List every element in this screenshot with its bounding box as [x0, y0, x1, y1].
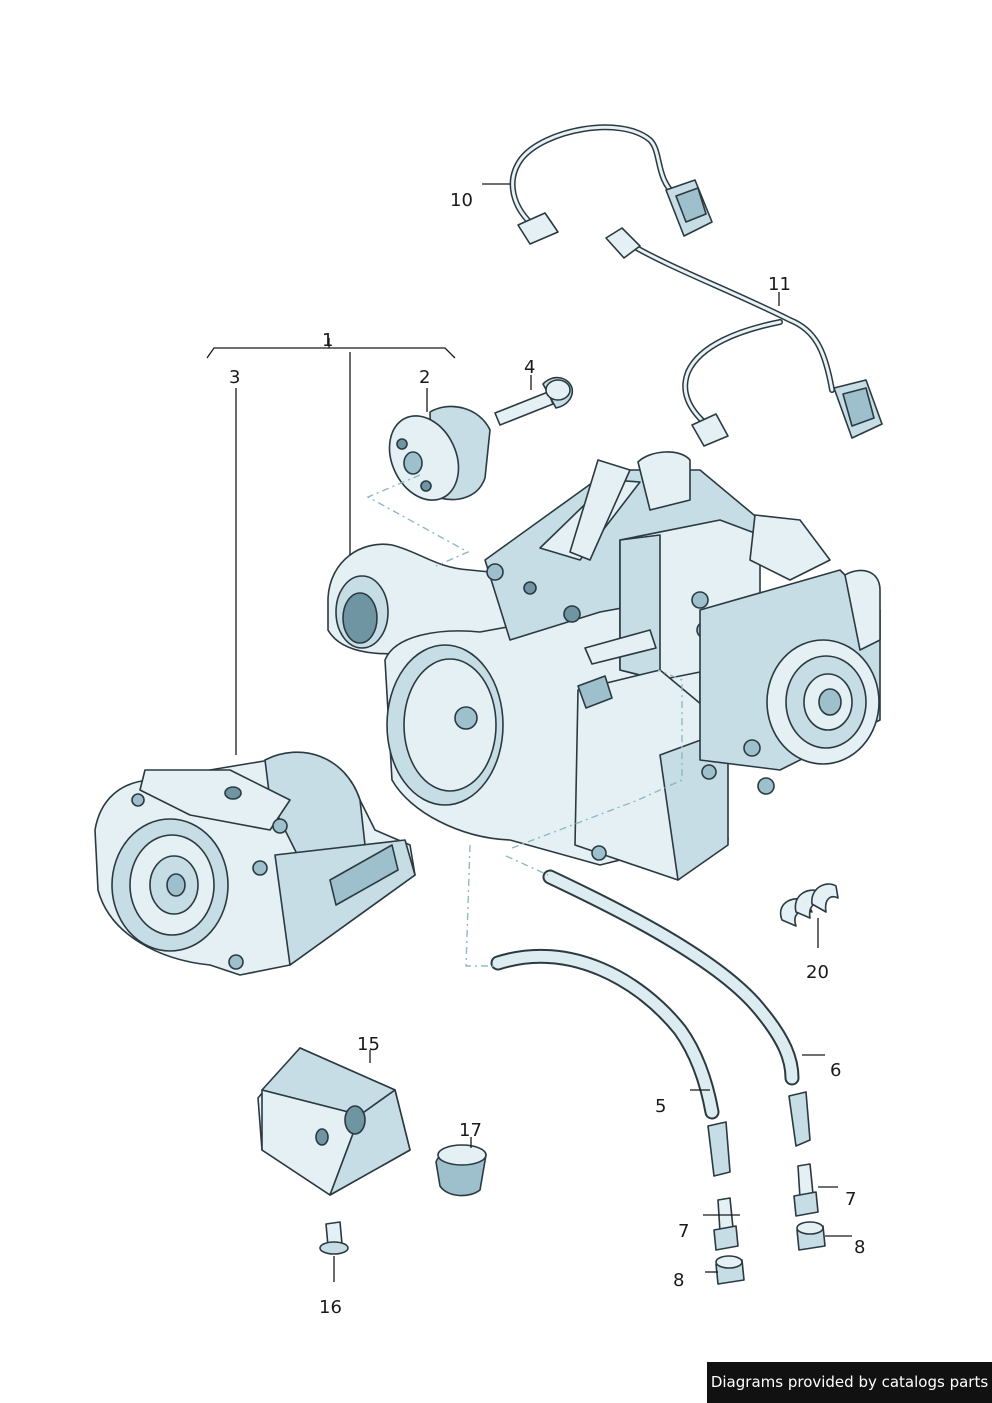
hose-part-6[interactable] — [542, 869, 811, 1147]
callout-17: 17 — [459, 1120, 482, 1141]
strainer-part-17[interactable] — [435, 1144, 487, 1197]
gearbox-assembly-part-1[interactable] — [327, 451, 881, 881]
callout-7b: 7 — [845, 1189, 856, 1210]
callout-6: 6 — [830, 1060, 841, 1081]
callout-5: 5 — [655, 1096, 666, 1117]
callout-16: 16 — [319, 1297, 342, 1318]
callout-15: 15 — [357, 1034, 380, 1055]
bolt-part-4[interactable] — [494, 376, 574, 426]
callout-8b: 8 — [854, 1237, 865, 1258]
callout-1: 1 — [322, 330, 333, 351]
cap-part-8a[interactable] — [715, 1255, 745, 1285]
cap-part-8b[interactable] — [796, 1221, 826, 1251]
connector-part-7b[interactable] — [793, 1163, 819, 1217]
attribution-footer: Diagrams provided by catalogs parts — [707, 1362, 992, 1403]
hose-part-5[interactable] — [490, 948, 731, 1177]
callout-labels: 1 2 3 4 10 11 20 6 5 7 7 8 8 15 17 16 — [229, 190, 865, 1318]
callout-7a: 7 — [678, 1221, 689, 1242]
callout-8a: 8 — [673, 1270, 684, 1291]
callout-3: 3 — [229, 367, 240, 388]
wiring-harness-10[interactable] — [509, 124, 713, 245]
leader-lines — [206, 183, 852, 1282]
mount-part-2[interactable] — [376, 405, 491, 512]
callout-4: 4 — [524, 357, 535, 378]
callout-2: 2 — [419, 367, 430, 388]
wiring-harness-11[interactable] — [605, 227, 883, 447]
callout-11: 11 — [768, 274, 791, 295]
callout-10: 10 — [450, 190, 473, 211]
clips-part-20[interactable] — [779, 883, 839, 927]
connector-part-7a[interactable] — [713, 1197, 739, 1251]
callout-20: 20 — [806, 962, 829, 983]
side-housing-part-3[interactable] — [94, 751, 416, 976]
assembly-guide-lines — [366, 474, 683, 967]
cover-part-15[interactable] — [257, 1047, 411, 1196]
pin-part-16[interactable] — [319, 1221, 349, 1255]
